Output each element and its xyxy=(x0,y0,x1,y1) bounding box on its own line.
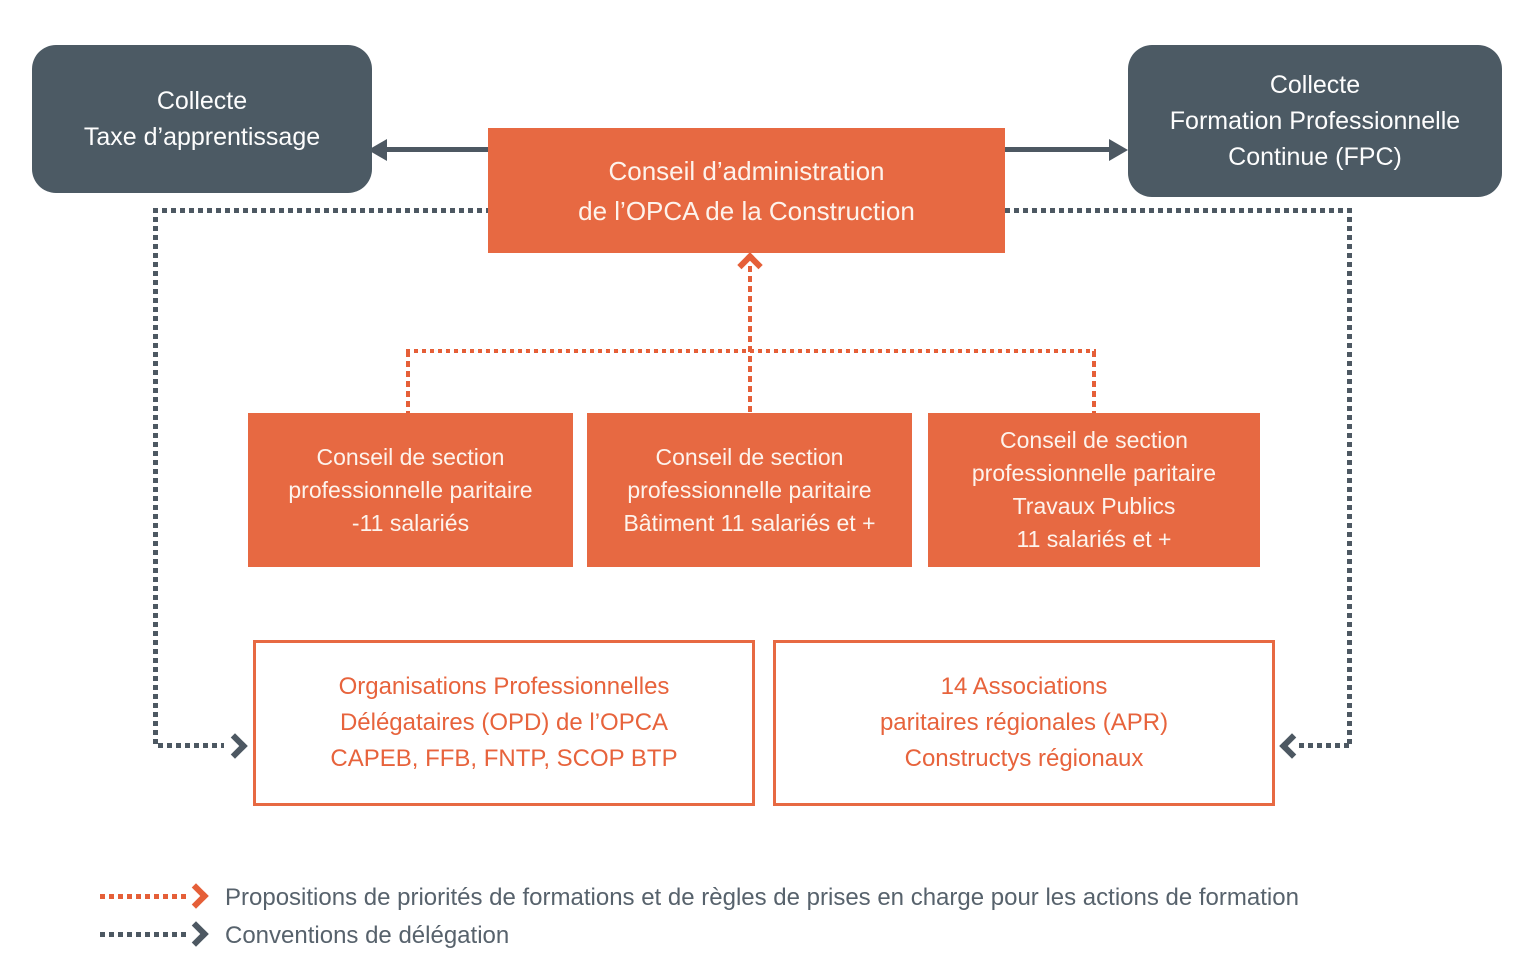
legend-conventions-label: Conventions de délégation xyxy=(225,922,510,949)
node-conseil-administration: Conseil d’administration de l’OPCA de la… xyxy=(488,128,1005,253)
node-line: paritaires régionales (APR) xyxy=(879,709,1169,736)
delegation-left-elbow xyxy=(158,743,224,748)
propositions-arrowhead-icon xyxy=(737,252,763,278)
node-line: Continue (FPC) xyxy=(1228,143,1402,171)
node-line: Collecte xyxy=(156,87,248,115)
node-line: Constructys régionaux xyxy=(904,745,1144,772)
node-line: Collecte xyxy=(1269,71,1361,99)
node-collecte-taxe: Collecte Taxe d’apprentissage xyxy=(32,45,372,193)
delegation-right-vertical xyxy=(1347,208,1352,747)
node-collecte-fpc: Collecte Formation Professionnelle Conti… xyxy=(1128,45,1502,197)
node-section-travaux-publics: Conseil de section professionnelle parit… xyxy=(928,413,1260,567)
node-apr: 14 Associations paritaires régionales (A… xyxy=(773,640,1275,806)
legend-propositions-line xyxy=(100,894,188,899)
node-line: de l’OPCA de la Construction xyxy=(578,195,915,226)
arrowhead-left-icon xyxy=(368,139,387,161)
node-line: Conseil de section xyxy=(316,443,505,470)
node-line: Conseil de section xyxy=(655,443,844,470)
node-opd: Organisations Professionnelles Délégatai… xyxy=(253,640,755,806)
delegation-left-arrowhead-icon xyxy=(222,733,248,759)
node-line: professionnelle paritaire xyxy=(971,460,1217,486)
delegation-left-horizontal xyxy=(153,208,488,213)
legend-conventions-arrowhead-icon xyxy=(183,921,209,947)
node-line: Conseil de section xyxy=(1000,427,1188,453)
propositions-stub-left xyxy=(406,351,410,413)
node-section-moins-11: Conseil de section professionnelle parit… xyxy=(248,413,573,567)
arrow-line-to-fpc xyxy=(1005,147,1111,152)
node-line: -11 salariés xyxy=(351,509,470,536)
delegation-right-elbow xyxy=(1299,743,1349,748)
delegation-right-arrowhead-icon xyxy=(1279,733,1305,759)
node-line: Formation Professionnelle xyxy=(1169,107,1461,135)
node-line: Travaux Publics xyxy=(1012,493,1176,519)
node-line: professionnelle paritaire xyxy=(627,476,872,503)
node-section-batiment: Conseil de section professionnelle parit… xyxy=(587,413,912,567)
delegation-left-vertical xyxy=(153,208,158,747)
node-line: Délégataires (OPD) de l’OPCA xyxy=(339,709,669,736)
node-line: Conseil d’administration xyxy=(608,155,885,186)
node-line: Bâtiment 11 salariés et + xyxy=(623,509,876,536)
node-line: Taxe d’apprentissage xyxy=(83,123,321,151)
node-line: Organisations Professionnelles xyxy=(338,673,670,700)
node-line: 14 Associations xyxy=(940,673,1108,700)
arrowhead-right-icon xyxy=(1109,139,1128,161)
propositions-stub-right xyxy=(1092,351,1096,413)
arrow-line-to-taxe xyxy=(386,147,488,152)
legend-propositions-arrowhead-icon xyxy=(183,883,209,909)
legend-propositions-label: Propositions de priorités de formations … xyxy=(225,884,1299,911)
node-line: 11 salariés et + xyxy=(1016,526,1172,552)
propositions-stub-center xyxy=(748,266,752,413)
delegation-right-horizontal xyxy=(1005,208,1352,213)
legend-conventions-line xyxy=(100,932,188,937)
node-line: professionnelle paritaire xyxy=(288,476,533,503)
node-line: CAPEB, FFB, FNTP, SCOP BTP xyxy=(330,745,678,772)
